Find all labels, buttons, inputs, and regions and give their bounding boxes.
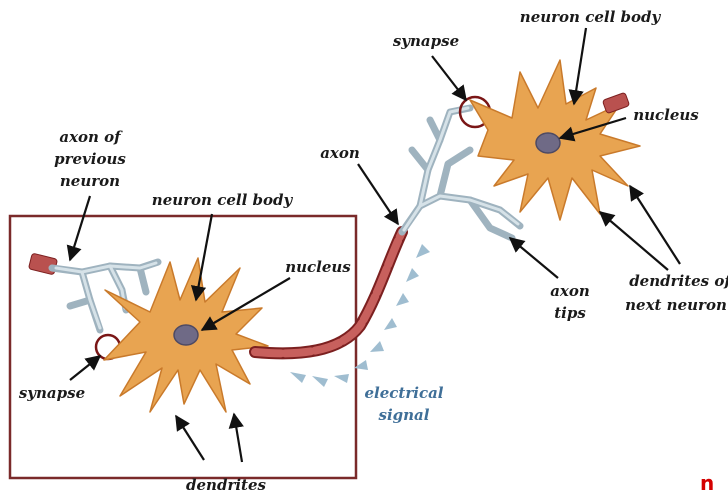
nucleus-right [536, 133, 560, 153]
label-axon-previous-3: neuron [60, 172, 120, 190]
label-synapse-left: synapse [19, 384, 85, 402]
label-dendrites-next-1: dendrites of [629, 272, 728, 290]
label-synapse-right: synapse [393, 32, 459, 50]
label-corner-fragment: n [700, 471, 714, 495]
label-dendrites-next-2: next neuron [625, 296, 727, 314]
label-cell-body-right: neuron cell body [520, 8, 662, 26]
axon [255, 232, 402, 353]
label-axon-previous-1: axon of [59, 128, 123, 146]
label-cell-body-left: neuron cell body [152, 191, 294, 209]
label-dendrites-left: dendrites [186, 476, 266, 494]
label-electrical-signal-1: electrical [365, 384, 444, 402]
label-axon-tips-1: axon [550, 282, 590, 300]
label-electrical-signal-2: signal [379, 406, 430, 424]
label-nucleus-right: nucleus [633, 106, 699, 124]
label-axon: axon [320, 144, 360, 162]
label-axon-tips-2: tips [554, 304, 586, 322]
label-nucleus-left: nucleus [285, 258, 351, 276]
label-axon-previous-2: previous [54, 150, 126, 168]
nucleus-left [174, 325, 198, 345]
